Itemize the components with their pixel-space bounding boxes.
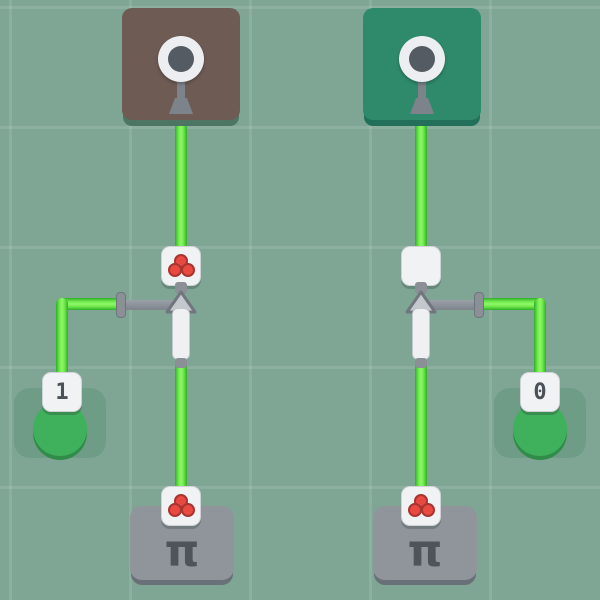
wire-segment [474, 298, 546, 310]
input-value-label-right: 0 [533, 379, 547, 405]
lamp-stand [177, 82, 185, 100]
component-cherry-node-left[interactable] [161, 246, 201, 286]
valve-left[interactable] [161, 282, 201, 368]
valve-inlet-pipe-left [124, 300, 174, 310]
lamp-socket-icon [399, 36, 445, 82]
cherries-icon [167, 494, 195, 518]
valve-right[interactable] [401, 282, 441, 368]
lamp-stand [418, 82, 426, 100]
cherries-icon [407, 494, 435, 518]
lamp-stand-foot [410, 98, 434, 114]
pi-symbol: π [164, 526, 200, 577]
pi-symbol: π [407, 526, 443, 577]
source-cherry-port-left[interactable] [161, 486, 201, 526]
lamp-core-icon [168, 46, 194, 72]
lamp-stand-foot [169, 98, 193, 114]
valve-connector [175, 282, 187, 294]
wire-segment [534, 298, 546, 378]
output-lamp-panel-right[interactable] [363, 8, 481, 120]
lamp-core-icon [409, 46, 435, 72]
valve-body [172, 308, 190, 360]
valve-inlet-pipe-right [426, 300, 476, 310]
pipe-connector-left [116, 292, 126, 318]
input-value-button-right[interactable]: 0 [520, 372, 560, 412]
valve-body [412, 308, 430, 360]
source-cherry-port-right[interactable] [401, 486, 441, 526]
wire-segment [56, 298, 126, 310]
input-value-label-left: 1 [55, 379, 69, 405]
cherries-icon [167, 254, 195, 278]
input-value-button-left[interactable]: 1 [42, 372, 82, 412]
wire-segment [175, 108, 187, 250]
valve-connector [415, 282, 427, 294]
valve-connector [175, 358, 187, 368]
pipe-connector-right [474, 292, 484, 318]
output-lamp-panel-left[interactable] [122, 8, 240, 120]
wire-segment [56, 298, 68, 378]
valve-connector [415, 358, 427, 368]
wire-segment [415, 108, 427, 250]
lamp-socket-icon [158, 36, 204, 82]
wire-segment [415, 356, 427, 490]
wire-segment [175, 356, 187, 490]
component-blank-node-right[interactable] [401, 246, 441, 286]
